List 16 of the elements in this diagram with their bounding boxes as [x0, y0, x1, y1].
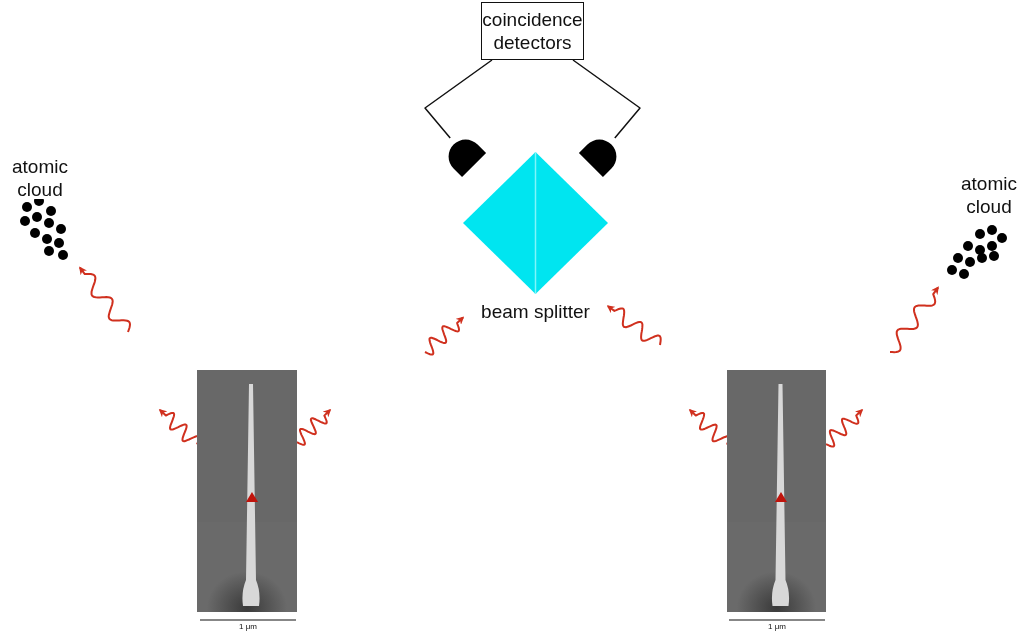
- photon-arrow: [296, 408, 332, 446]
- photon-arrow: [606, 305, 662, 346]
- scale-label: 1 μm: [767, 622, 787, 631]
- process-box: coincidence detectors: [481, 2, 584, 60]
- node-label: beam splitter: [480, 300, 591, 323]
- connector-line: [424, 59, 493, 139]
- photon-arrow: [825, 408, 864, 448]
- photon-arrow: [889, 286, 939, 354]
- detector-icon: [447, 138, 487, 178]
- node-label: atomic cloud: [11, 155, 69, 201]
- scale-label: 1 μm: [238, 622, 258, 631]
- node-label: atomic cloud: [960, 172, 1018, 218]
- photon-arrow: [79, 266, 131, 333]
- detector-icon: [578, 138, 618, 178]
- connector-line: [572, 59, 641, 139]
- photon-arrow: [424, 316, 465, 356]
